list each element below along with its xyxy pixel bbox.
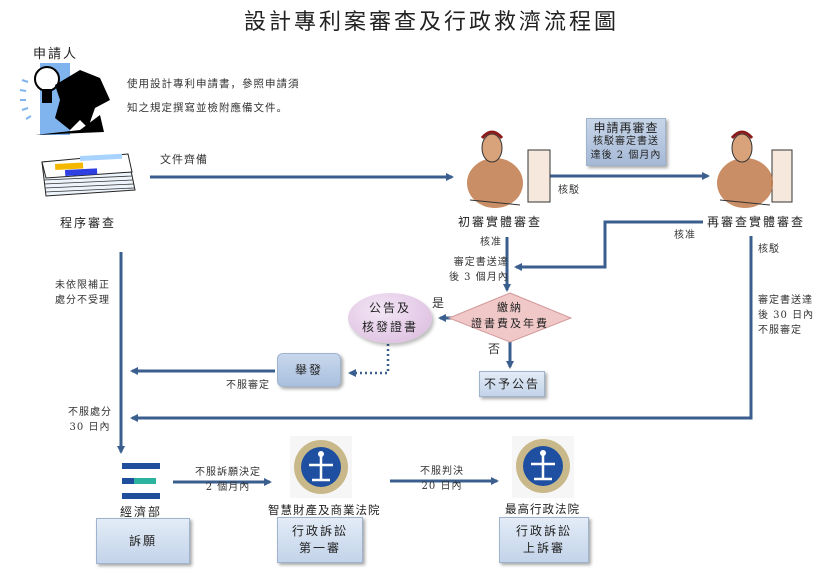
pay-fee-diamond-shape	[447, 292, 573, 343]
label-line: 後 30 日內	[758, 310, 815, 321]
label-line: 不服訴願決定	[195, 467, 261, 478]
examiner-icon-initial	[467, 130, 551, 208]
label-dissatisfied-judgment: 不服判決 20 日內	[414, 464, 470, 494]
label-deadline-30d: 審定書送達 後 30 日內 不服審定	[758, 293, 814, 338]
opposition-box: 舉發	[277, 353, 341, 387]
box-line: 第一審	[298, 541, 341, 555]
label-approve-1: 核准	[480, 237, 502, 248]
announce-line: 公告及	[368, 301, 411, 315]
pay-fee-line: 繳納	[497, 301, 523, 314]
label-deadline-3m: 審定書送達 後 3 個月內	[449, 255, 509, 285]
label-dissatisfied-disposition: 不服處分 30 日內	[68, 405, 112, 435]
reexam-request-title: 申請再審查	[593, 121, 659, 135]
applicant-icon	[19, 63, 110, 135]
ip-court-seal-icon	[290, 436, 352, 498]
label-not-corrected: 未依限補正 處分不受理	[55, 278, 110, 308]
label-docs-complete: 文件齊備	[160, 153, 208, 166]
announce-line: 核發證書	[361, 320, 418, 334]
label-reject-1: 核駁	[558, 185, 580, 196]
reexam-request-line: 達後 2 個月內	[590, 150, 662, 161]
label-line: 處分不受理	[55, 295, 110, 306]
ip-court-label: 智慧財產及商業法院	[268, 503, 381, 517]
no-announce-box: 不予公告	[479, 371, 545, 397]
label-line: 不服判決	[420, 466, 464, 477]
label-line: 30 日內	[69, 422, 111, 433]
label-line: 20 日內	[421, 481, 463, 492]
pay-fee-diamond: 繳納 證書費及年費	[465, 300, 555, 332]
label-line: 審定書送達	[453, 257, 509, 268]
reexam-request-box: 申請再審查 核駁審定書送 達後 2 個月內	[586, 118, 666, 166]
instruction-line: 使用設計專利申請書，參照申請須	[127, 78, 300, 90]
documents-icon	[41, 153, 136, 197]
arrow-announce-dotted	[348, 344, 390, 377]
moea-logo-icon	[122, 463, 160, 499]
supreme-court-seal-icon	[512, 436, 574, 498]
admin-suit-appeal-box: 行政訴訟 上訴審	[499, 517, 589, 563]
instruction-line: 知之規定撰寫並檢附應備文件。	[127, 102, 288, 114]
label-approve-2: 核准	[674, 230, 696, 241]
announce-ellipse: 公告及 核發證書	[348, 293, 432, 343]
label-line: 審定書送達	[758, 295, 813, 306]
moea-label: 經濟部	[120, 505, 163, 519]
label-line: 不服處分	[68, 407, 112, 418]
applicant-instructions: 使用設計專利申請書，參照申請須 知之規定撰寫並檢附應備文件。	[127, 72, 300, 120]
box-line: 行政訴訟	[291, 524, 348, 538]
box-line: 行政訴訟	[515, 524, 572, 538]
initial-exam-label: 初審實體審查	[458, 215, 543, 229]
arrow-reexam-reject	[130, 236, 753, 422]
admin-suit-first-box: 行政訴訟 第一審	[277, 517, 363, 563]
pay-fee-line: 證書費及年費	[471, 317, 549, 330]
label-line: 不服審定	[758, 325, 802, 336]
label-no: 否	[488, 342, 502, 356]
label-dissatisfied-decision: 不服審定	[226, 380, 270, 391]
label-line: 未依限補正	[55, 280, 110, 291]
page-title: 設計專利案審查及行政救濟流程圖	[243, 10, 619, 35]
label-reject-2: 核駁	[758, 244, 780, 255]
arrow-reexam-approve	[514, 220, 703, 271]
examiner-icon-reexam	[717, 130, 793, 208]
supreme-court-label: 最高行政法院	[505, 502, 580, 516]
reexam-label: 再審查實體審查	[707, 215, 806, 229]
label-dissatisfied-appeal: 不服訴願決定 2 個月內	[190, 465, 266, 495]
reexam-request-line: 核駁審定書送	[593, 136, 659, 147]
box-line: 上訴審	[522, 541, 565, 555]
label-yes: 是	[432, 296, 446, 310]
applicant-label: 申請人	[33, 47, 79, 62]
appeal-box: 訴願	[96, 518, 190, 564]
formal-review-label: 程序審查	[60, 216, 117, 230]
label-line: 後 3 個月內	[449, 272, 509, 283]
label-line: 2 個月內	[205, 482, 251, 493]
